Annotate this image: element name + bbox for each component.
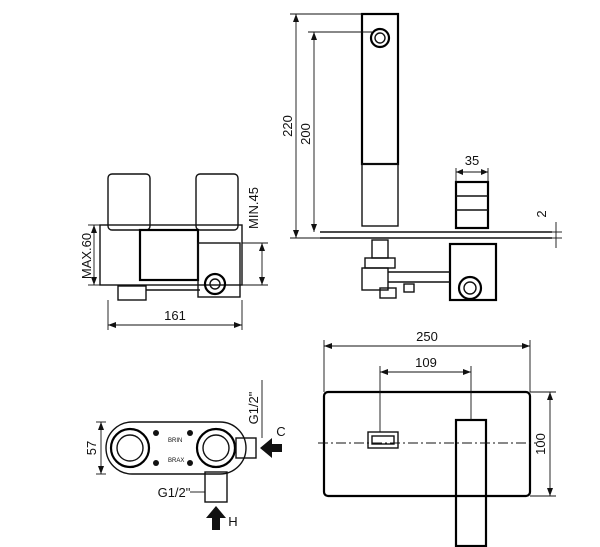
cold-inlet-label: C — [276, 424, 285, 439]
dimension-35: 35 — [465, 153, 479, 168]
cold-inlet-arrow-icon — [260, 438, 282, 458]
thread-label-bottom: G1/2" — [158, 485, 191, 500]
dimension-2: 2 — [534, 210, 549, 217]
side-elevation-view: 220 200 35 2 — [280, 12, 562, 302]
end-profile-view: MAX.60 MIN.45 161 — [79, 173, 268, 330]
dimension-min-45: MIN.45 — [246, 187, 261, 229]
hot-inlet-label: H — [228, 514, 237, 529]
hot-inlet-arrow-icon — [206, 506, 226, 530]
dimension-250: 250 — [416, 329, 438, 344]
front-plate-view: 250 109 100 — [318, 329, 556, 547]
body-mark-brax: BRAX — [168, 458, 184, 464]
thread-label-top: G1/2" — [246, 391, 261, 424]
dimension-109: 109 — [415, 355, 437, 370]
dimension-100: 100 — [533, 433, 548, 455]
dimension-57: 57 — [84, 441, 99, 455]
dimension-max-60: MAX.60 — [79, 233, 94, 279]
body-plan-view: BRIN BRAX 57 G1/2" G1/2" C H — [84, 380, 286, 530]
dimension-161: 161 — [164, 308, 186, 323]
dimension-200: 200 — [298, 123, 313, 145]
body-mark-brin: BRIN — [168, 438, 182, 444]
dimension-220: 220 — [280, 115, 295, 137]
